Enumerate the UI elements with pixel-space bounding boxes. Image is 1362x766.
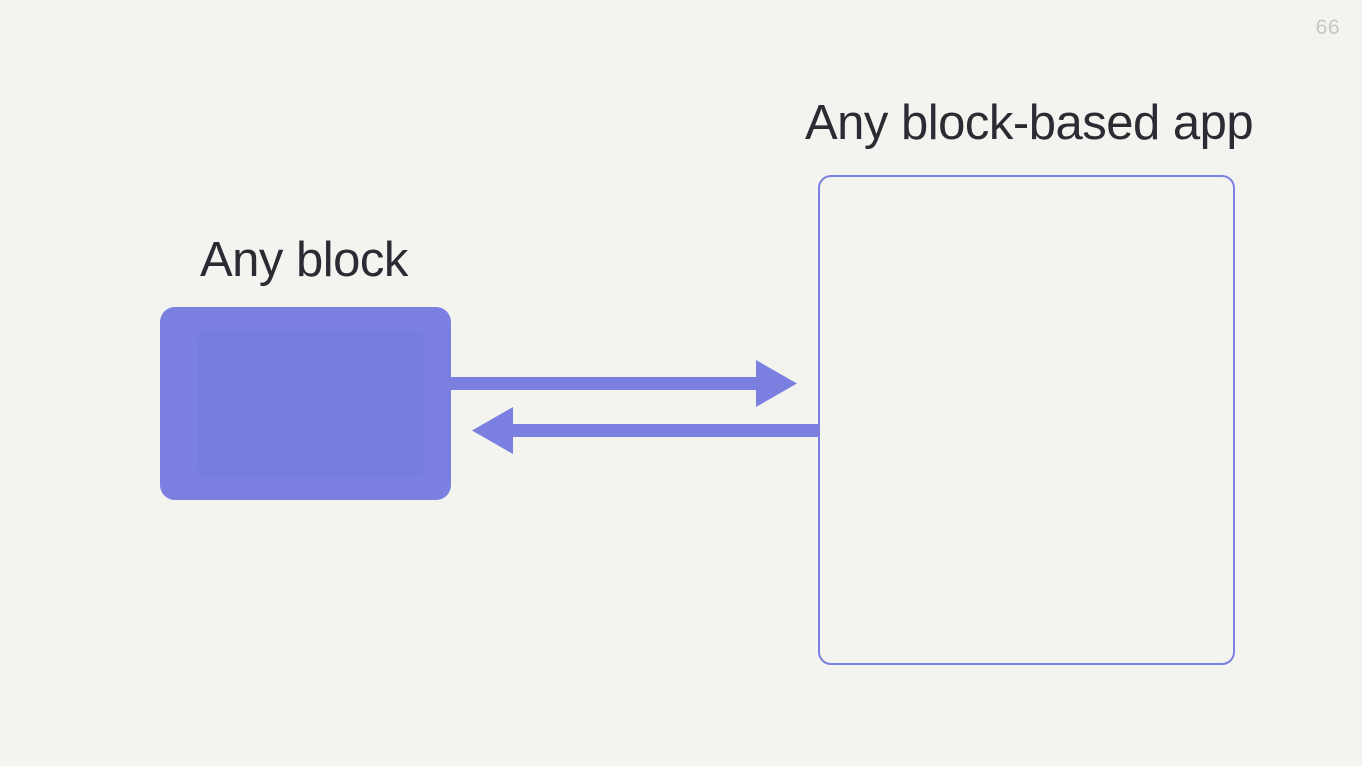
any-block-based-app-label: Any block-based app [805, 96, 1254, 150]
any-block-label: Any block [200, 233, 408, 287]
any-block-inner-shape [198, 331, 424, 477]
any-block-shape [160, 307, 451, 500]
arrow-block-to-app-icon [451, 360, 797, 407]
arrow-app-to-block-icon [472, 407, 820, 454]
page-number: 66 [1315, 16, 1340, 39]
any-block-based-app-frame [818, 175, 1235, 665]
